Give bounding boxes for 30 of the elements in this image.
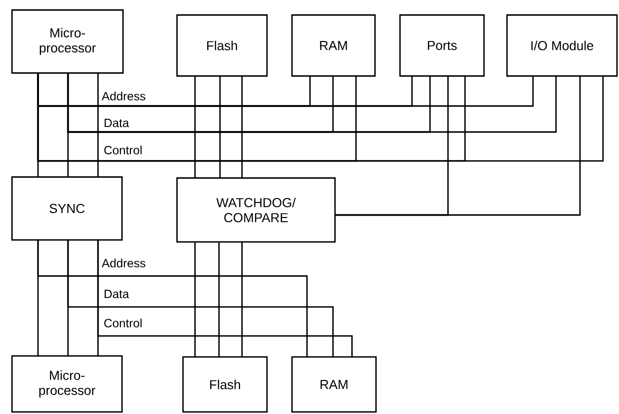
block-box: Micro- processor <box>11 9 124 74</box>
bus-connection <box>241 242 243 357</box>
bus-connection <box>37 240 308 357</box>
block-box: RAM <box>291 14 376 77</box>
bus-label: Data <box>104 118 130 128</box>
bus-label: Address <box>102 92 146 100</box>
bus-label: Data <box>104 290 130 298</box>
bus-connection <box>97 73 99 177</box>
bus-connection <box>37 73 604 162</box>
bus-connection <box>97 240 353 357</box>
bus-connection <box>218 242 220 357</box>
block-box: WATCHDOG/ COMPARE <box>176 177 336 243</box>
block-box: SYNC <box>11 176 123 241</box>
bus-connection <box>67 240 334 357</box>
bus-connection <box>219 76 221 178</box>
block-box: Ports <box>399 14 485 77</box>
bus-connection <box>67 73 557 133</box>
block-box: Micro- processor <box>11 355 123 413</box>
bus-label: Address <box>102 258 146 268</box>
bus-connection <box>194 242 196 357</box>
bus-connection <box>37 73 534 107</box>
bus-connection <box>241 76 243 178</box>
bus-label: Control <box>104 318 142 328</box>
block-box: Flash <box>176 14 268 77</box>
bus-connection <box>335 76 581 216</box>
bus-label: Control <box>104 146 142 154</box>
block-box: RAM <box>291 356 377 413</box>
bus-connection <box>194 76 196 178</box>
block-box: Flash <box>182 356 268 413</box>
block-box: I/O Module <box>506 14 618 77</box>
